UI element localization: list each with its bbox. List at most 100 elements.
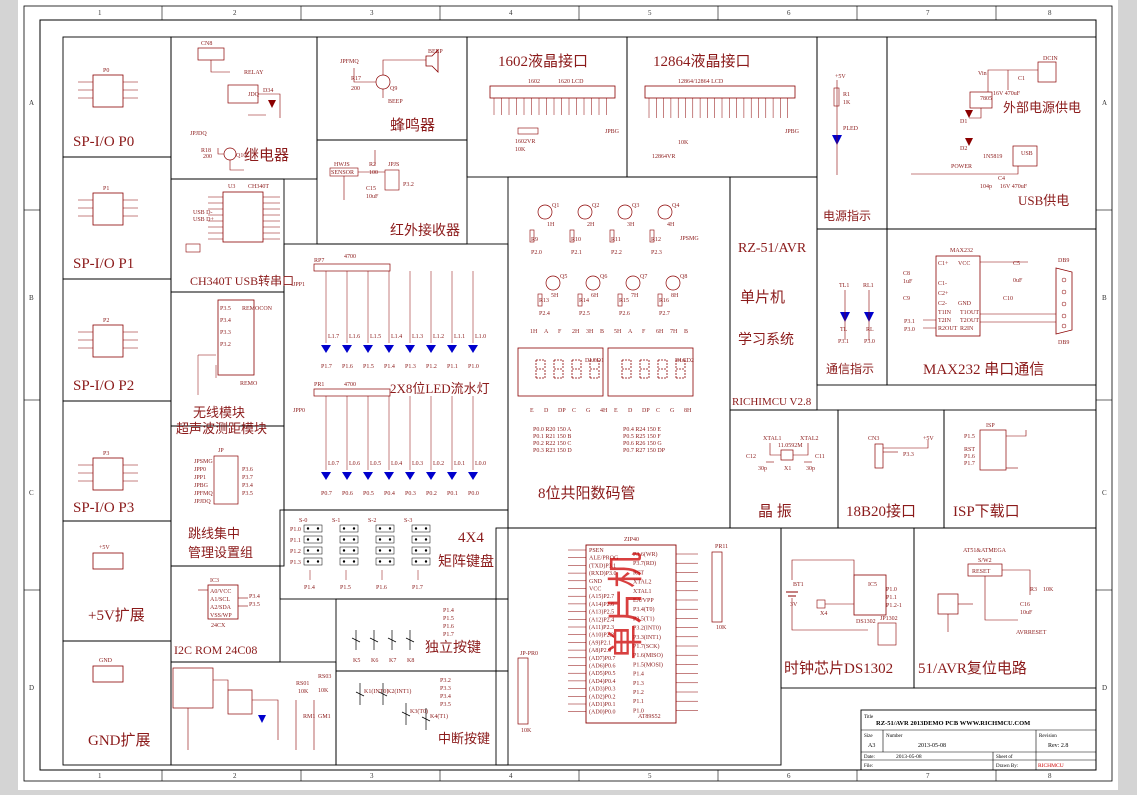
label-c12: C12 [746,454,756,460]
led-icon [363,345,373,353]
label-gnd: GND [99,658,113,664]
label-jp-pr0v: 10K [521,728,532,734]
key-contact [388,538,392,541]
led-label: L1.7 [328,334,339,340]
label-zip40: ZIP40 [624,537,639,543]
label-r17v: 200 [351,86,360,92]
key-contact [352,527,356,530]
reset-circuit: AT51&ATMEGA S/W2 RESET R3 10K C16 10uF A… [937,548,1054,636]
int-key-lever [355,691,365,697]
mcu-left-pin: (A11)P2.3 [589,624,614,631]
led-label: L1.0 [475,334,486,340]
seg-footer-label: C [656,408,660,414]
title-block: Title RZ-51/AVR 2013DEMO PCB WWW.RICHMCU… [861,715,1096,770]
label-c9: C9 [903,296,910,302]
jp-right-label: P3.5 [242,491,253,497]
key-col-pin: P1.6 [376,585,387,591]
comm-led-circuit: TL1 RL1 TL RL P3.1 P3.0 [838,283,875,345]
label-vcc5-pled: +5V [835,74,846,80]
key-contact [342,560,346,563]
label-relay: RELAY [244,70,264,76]
int-pin: P3.3 [440,686,451,692]
label-remo: REMO [240,381,258,387]
net-i2c-1: P3.5 [249,602,260,608]
label-c4: C4 [998,176,1005,182]
mcu-left-pin: (AD4)P0.4 [589,678,616,685]
number-label: Number [886,734,903,739]
mcu-watermark: 单片机 [606,552,646,660]
border-ticks [24,6,1112,781]
transistor-icon [657,204,673,220]
indep-pin: P1.6 [443,624,454,630]
mcu-left-pin: (AD6)P0.6 [589,663,616,670]
seg-header-label: 1H [530,329,538,335]
border-num: 6 [787,9,791,17]
key-contact [316,538,320,541]
led-label: L1.2 [433,334,444,340]
resistor-label: R13 [539,298,549,304]
mcu-left-pin: (RXD)P3.0 [589,570,617,577]
resistor-icon [577,293,583,307]
key-contact [388,560,392,563]
mcu-left-pin: PSEN [589,548,604,554]
key-switch-icon [339,535,359,544]
size-label: Size [864,734,873,739]
seg-res-left: P0.2 R22 150 C [533,441,571,447]
seg-digit-icon [535,359,546,379]
border-num: 2 [233,9,237,17]
block-title-ir: 红外接收器 [390,222,460,239]
key-switch-icon [411,557,431,566]
seg-header-label: B [684,329,688,335]
pin-max-t1out: T1OUT [960,310,979,316]
mcu-right-pin: P1.5(MOSI) [633,661,663,668]
border-num: 3 [370,772,374,780]
label-remocon: REMOCON [242,306,273,312]
jp-right-label: P3.7 [242,475,253,481]
label-jp1302: JP1302 [880,616,898,622]
led-label: L0.7 [328,461,339,467]
block-title-12864: 12864液晶接口 [653,53,751,70]
led-label: L1.6 [349,334,360,340]
led-icon [321,345,331,353]
transistor-seg: 5H [551,293,559,299]
key-switch-icon [375,524,395,533]
key-contact [306,527,310,530]
ir-receiver-circuit: HWJS SENSOR R2 100 C15 10uF JPJS P3.2 [329,150,414,200]
pin-i2c-1: A1/SCL [210,597,230,603]
seg-header-label: 6H [656,329,664,335]
led-icon [468,345,478,353]
transistor-label: Q2 [592,203,599,209]
label-jp: JP [218,448,224,454]
drawn-value: RICHMCU [1038,763,1064,769]
block-title-sp-p3: SP-I/O P3 [73,500,134,516]
border-letter: C [1102,489,1107,497]
border-letter: D [1102,684,1107,692]
transistor-seg: 1H [547,222,555,228]
seg-header-label: A [628,329,633,335]
power-led-circuit: +5V R1 1K PLED [832,74,859,175]
mcu-left-pin: (AD3)P0.3 [589,686,616,693]
label-jp-pr0: JP-PR0 [520,651,538,657]
border-num: 5 [648,772,652,780]
led-icon [342,472,352,480]
pin-remo-0: P3.5 [220,306,231,312]
block-title-jumper-2: 管理设置组 [188,545,253,560]
label-pr11: PR11 [715,544,728,550]
power-supply-circuit: DCIN Vin C1 7805 16V 470uF D1 D2 1N5819 … [911,56,1058,190]
label-jpbg: JPBG [605,129,620,135]
pin-remo-1: P3.4 [220,318,231,324]
mcu-right-pin: P3.7(RD) [633,560,656,567]
label-12864vr-val: 10K [678,140,689,146]
label-p33-ds: P3.3 [903,452,914,458]
block-title-wireless-2: 超声波测距模块 [176,421,267,436]
led-label: L0.5 [370,461,381,467]
border-num: 1 [98,9,102,17]
header-5v [92,552,124,570]
led-pin: P1.1 [447,364,458,370]
wireless-module-circuit: P3.5 P3.4 P3.3 P3.2 REMOCON REMO [197,299,273,395]
border-num: 3 [370,9,374,17]
key-contact [378,549,382,552]
block-title-sp-p1: SP-I/O P1 [73,256,134,272]
key-col-1: S-1 [332,518,340,524]
label-tl1: TL1 [839,283,849,289]
